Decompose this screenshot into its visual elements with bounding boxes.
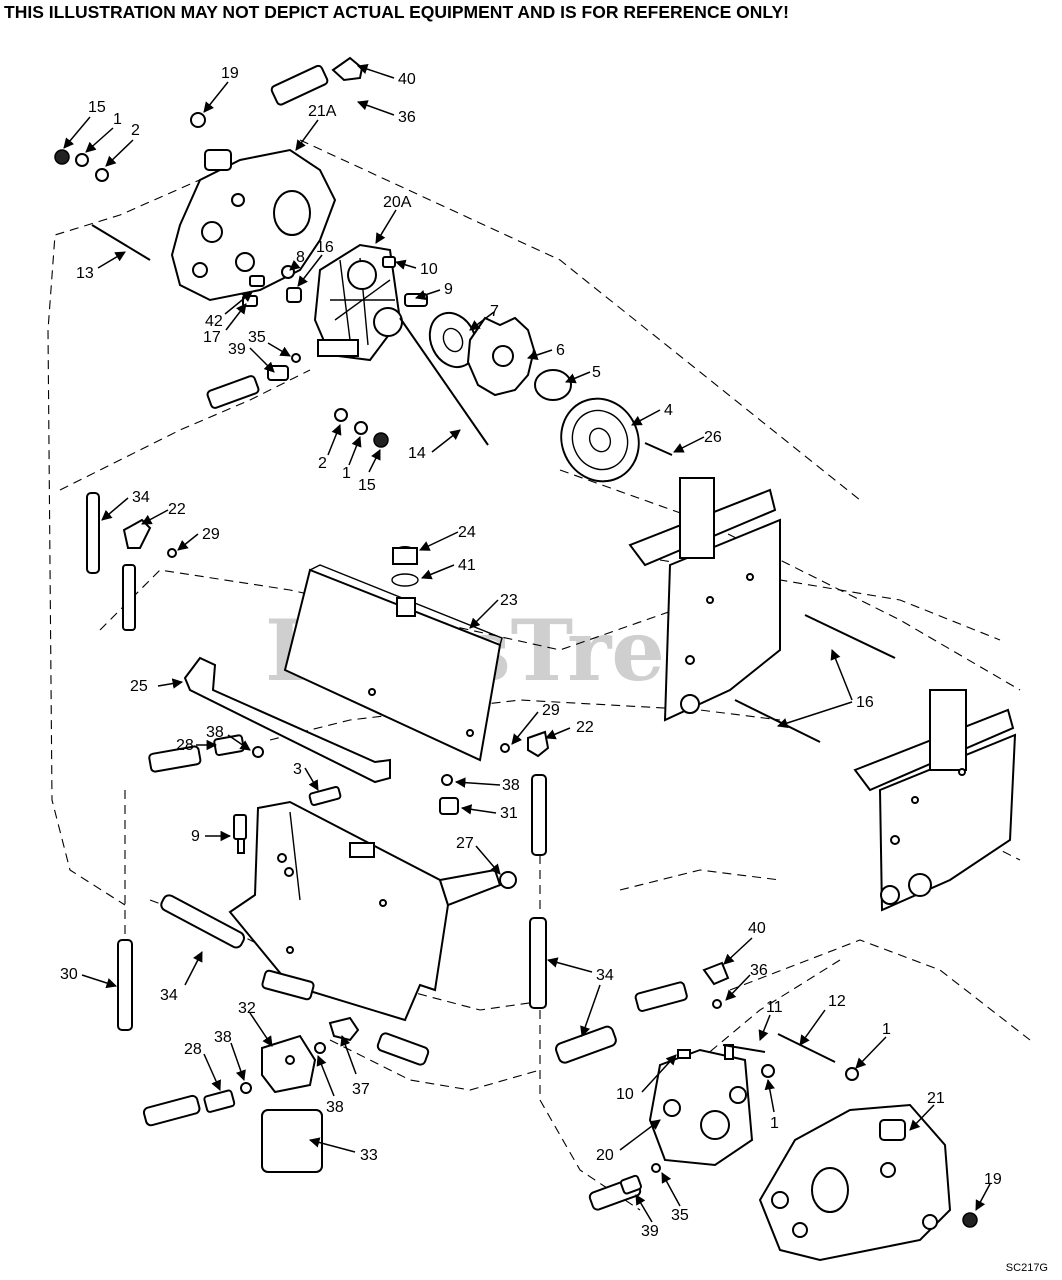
callout-35: 35 bbox=[248, 329, 266, 346]
callout-26: 26 bbox=[704, 429, 722, 446]
callout-9: 9 bbox=[444, 281, 453, 298]
callout-labels: 19 40 36 15 1 2 21A 20A 13 10 16 8 9 42 … bbox=[60, 65, 1002, 1240]
callout-35b: 35 bbox=[671, 1207, 689, 1224]
callout-20a: 20A bbox=[383, 194, 412, 211]
callout-1b: 1 bbox=[342, 465, 351, 482]
callout-3: 3 bbox=[293, 761, 302, 778]
callout-21a: 21A bbox=[308, 103, 337, 120]
callout-1d: 1 bbox=[770, 1115, 779, 1132]
callout-25: 25 bbox=[130, 678, 148, 695]
callout-34: 34 bbox=[132, 489, 150, 506]
callout-11: 11 bbox=[766, 999, 783, 1016]
callout-23: 23 bbox=[500, 592, 518, 609]
callout-17: 17 bbox=[203, 329, 221, 346]
callout-5: 5 bbox=[592, 364, 601, 381]
callout-15: 15 bbox=[88, 99, 106, 116]
pump-small-parts-top bbox=[54, 56, 428, 409]
callout-31: 31 bbox=[500, 805, 518, 822]
callout-7: 7 bbox=[490, 303, 499, 320]
drawing-code: SC217G bbox=[1005, 1262, 1048, 1274]
callout-15b: 15 bbox=[358, 477, 376, 494]
callout-32: 32 bbox=[238, 1000, 256, 1017]
callout-21: 21 bbox=[927, 1090, 945, 1107]
support-bracket-25 bbox=[183, 656, 391, 784]
callout-14: 14 bbox=[408, 445, 426, 462]
callout-40: 40 bbox=[398, 71, 416, 88]
callout-36: 36 bbox=[398, 109, 416, 126]
frame-bracket-upper bbox=[628, 477, 896, 743]
callout-20: 20 bbox=[596, 1147, 614, 1164]
callout-1c: 1 bbox=[882, 1021, 891, 1038]
callout-18: 16 bbox=[316, 239, 334, 256]
callout-37: 37 bbox=[352, 1081, 370, 1098]
callout-24: 24 bbox=[458, 524, 476, 541]
pump-housing-21 bbox=[758, 1103, 978, 1262]
leader-lines bbox=[63, 64, 991, 1223]
callout-16: 16 bbox=[856, 694, 874, 711]
callout-39: 39 bbox=[228, 341, 246, 358]
callout-40b: 40 bbox=[748, 920, 766, 937]
callout-9b: 9 bbox=[191, 828, 200, 845]
callout-10: 10 bbox=[420, 261, 438, 278]
callout-29b: 29 bbox=[542, 702, 560, 719]
callout-38d: 38 bbox=[326, 1099, 344, 1116]
frame-bracket-lower bbox=[853, 689, 1017, 912]
callout-38b: 38 bbox=[502, 777, 520, 794]
callout-27: 27 bbox=[456, 835, 474, 852]
callout-42: 42 bbox=[205, 313, 223, 330]
callout-10b: 10 bbox=[616, 1086, 634, 1103]
callout-29: 29 bbox=[202, 526, 220, 543]
callout-22b: 22 bbox=[576, 719, 594, 736]
callout-8: 8 bbox=[296, 249, 305, 266]
fan-pulley-assembly bbox=[334, 311, 673, 483]
callout-6: 6 bbox=[556, 342, 565, 359]
callout-13: 13 bbox=[76, 265, 94, 282]
pump-body-20 bbox=[648, 1033, 859, 1167]
callout-19b: 19 bbox=[984, 1171, 1002, 1188]
callout-19: 19 bbox=[221, 65, 239, 82]
callout-22: 22 bbox=[168, 501, 186, 518]
callout-28: 28 bbox=[176, 737, 194, 754]
mounting-plate bbox=[228, 800, 517, 1022]
hydraulic-tank-23 bbox=[283, 546, 503, 762]
callout-2b: 2 bbox=[318, 455, 327, 472]
hoses-fittings bbox=[86, 492, 730, 1211]
callout-36b: 36 bbox=[750, 962, 768, 979]
callout-2: 2 bbox=[131, 122, 140, 139]
callout-34b: 34 bbox=[160, 987, 178, 1004]
callout-30: 30 bbox=[60, 966, 78, 983]
pump-body-20a bbox=[313, 243, 403, 362]
callout-34c: 34 bbox=[596, 967, 614, 984]
callout-12: 12 bbox=[828, 993, 846, 1010]
callout-1: 1 bbox=[113, 111, 122, 128]
callout-33: 33 bbox=[360, 1147, 378, 1164]
callout-38c: 38 bbox=[214, 1029, 232, 1046]
callout-38: 38 bbox=[206, 724, 224, 741]
callout-28b: 28 bbox=[184, 1041, 202, 1058]
disclaimer-banner: THIS ILLUSTRATION MAY NOT DEPICT ACTUAL … bbox=[4, 2, 789, 22]
callout-39b: 39 bbox=[641, 1223, 659, 1240]
callout-41: 41 bbox=[458, 557, 476, 574]
callout-4: 4 bbox=[664, 402, 673, 419]
